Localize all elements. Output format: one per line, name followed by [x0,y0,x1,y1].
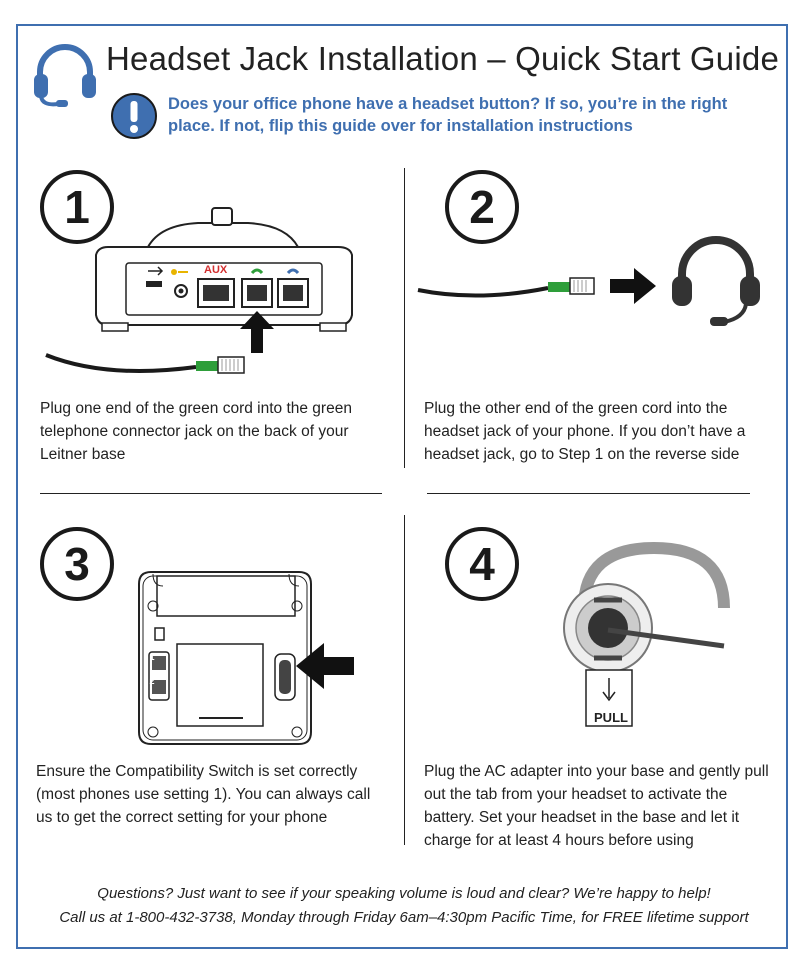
step-4-number: 4 [445,527,519,601]
step-3-number: 3 [40,527,114,601]
step-1-instructions: Plug one end of the green cord into the … [40,400,352,463]
step-1-number: 1 [40,170,114,244]
step-3-instructions: Ensure the Compatibility Switch is set c… [36,763,371,826]
switch-setting-1-label: 1 [149,652,155,662]
step-4-instructions: Plug the AC adapter into your base and g… [424,763,769,849]
exclamation-icon [111,93,157,139]
page-border [16,24,788,949]
page-title: Headset Jack Installation – Quick Start … [106,40,779,77]
switch-setting-2-label: 2 [149,676,155,686]
compatibility-switch-illustration [138,571,312,745]
headset-pull-tab-illustration [563,541,730,727]
footer-contact: Call us at 1-800-432-3738, Monday throug… [59,909,749,926]
intro-question: Does your office phone have a headset bu… [168,95,728,135]
vertical-divider-bottom [404,515,405,845]
horizontal-divider-right [427,493,750,494]
left-arrow-icon [296,643,354,689]
footer-questions: Questions? Just want to see if your spea… [97,885,711,902]
right-arrow-icon [610,268,656,304]
headset-illustration [672,236,760,326]
green-cord-illustration [45,353,245,374]
vertical-divider-top [404,168,405,468]
step-2-instructions: Plug the other end of the green cord int… [424,400,746,463]
green-cord-end-illustration [417,277,595,298]
pull-tab-label: PULL [594,710,628,725]
horizontal-divider-left [40,493,382,494]
aux-port-label: AUX [204,264,228,276]
step-2-number: 2 [445,170,519,244]
headset-logo-icon [34,44,96,107]
leitner-base-back-illustration [95,207,353,353]
